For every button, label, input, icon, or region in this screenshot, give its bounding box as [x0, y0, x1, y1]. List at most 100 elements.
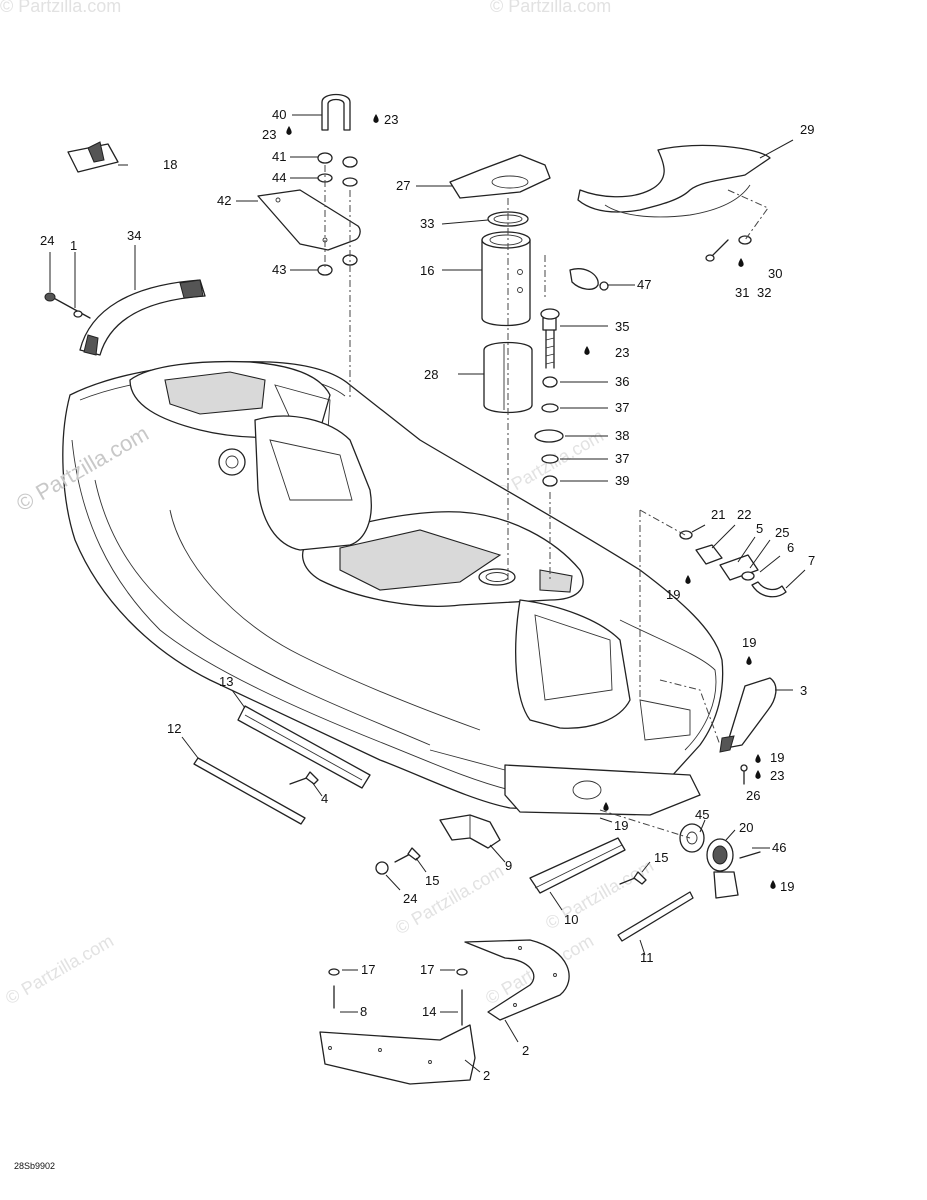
callout-26: 26: [746, 788, 760, 803]
callout-5: 5: [756, 521, 763, 536]
callout-40: 40: [272, 107, 286, 122]
callout-15: 15: [654, 850, 668, 865]
callout-14: 14: [422, 1004, 436, 1019]
callout-23: 23: [384, 112, 398, 127]
drop-icon: [685, 575, 691, 584]
wear-plate-left: [319, 1024, 476, 1085]
callout-29: 29: [800, 122, 814, 137]
callout-24: 24: [40, 233, 54, 248]
callout-6: 6: [787, 540, 794, 555]
callout-12: 12: [167, 721, 181, 736]
callout-25: 25: [775, 525, 789, 540]
spring-clip: [569, 268, 609, 291]
watermark-faint-top-right: © Partzilla.com: [490, 0, 611, 16]
callout-10: 10: [564, 912, 578, 927]
drop-icon: [746, 656, 752, 665]
callout-19: 19: [780, 879, 794, 894]
rivet-15b: [619, 871, 647, 885]
rear-bumper: [719, 677, 777, 785]
callout-7: 7: [808, 553, 815, 568]
callout-37: 37: [615, 451, 629, 466]
callout-2: 2: [522, 1043, 529, 1058]
watermark-faint-bottom-left: © Partzilla.com: [2, 930, 117, 1008]
callout-37: 37: [615, 400, 629, 415]
plug-fasteners: [328, 968, 468, 1026]
callout-19: 19: [614, 818, 628, 833]
callout-8: 8: [360, 1004, 367, 1019]
drop-icon: [755, 770, 761, 779]
callout-45: 45: [695, 807, 709, 822]
callout-32: 32: [757, 285, 771, 300]
callout-17: 17: [420, 962, 434, 977]
drawing-code: 28Sb9902: [14, 1161, 55, 1171]
side-rail-10: [529, 837, 626, 894]
callout-labels: 40 23 23 41 44 42 43 18 24 1 34 27 33 16…: [40, 107, 815, 1083]
bumper-rail: [79, 279, 206, 356]
callout-38: 38: [615, 428, 629, 443]
callout-23: 23: [262, 127, 276, 142]
side-rail-13: [237, 705, 371, 789]
rear-bracket-parts: [679, 530, 787, 598]
drop-icon: [373, 114, 379, 123]
callout-30: 30: [768, 266, 782, 281]
callout-39: 39: [615, 473, 629, 488]
drop-icon: [770, 880, 776, 889]
callout-27: 27: [396, 178, 410, 193]
watermark-faint-top-left: © Partzilla.com: [0, 0, 121, 16]
callout-18: 18: [163, 157, 177, 172]
clip-part: [67, 141, 119, 173]
callout-28: 28: [424, 367, 438, 382]
callout-20: 20: [739, 820, 753, 835]
callout-11: 11: [640, 950, 654, 965]
callout-47: 47: [637, 277, 651, 292]
callout-2: 2: [483, 1068, 490, 1083]
handle-fastener: [705, 235, 752, 262]
callout-19: 19: [770, 750, 784, 765]
callout-1: 1: [70, 238, 77, 253]
rivet-15-24: [375, 847, 421, 875]
callout-13: 13: [219, 674, 233, 689]
cover-9: [439, 814, 501, 849]
callout-19: 19: [742, 635, 756, 650]
drop-icons: [286, 114, 776, 889]
drop-icon: [738, 258, 744, 267]
callout-35: 35: [615, 319, 629, 334]
callout-23: 23: [770, 768, 784, 783]
callout-16: 16: [420, 263, 434, 278]
storage-container: [481, 231, 531, 327]
bolt-stack: [534, 308, 564, 487]
drop-icon: [286, 126, 292, 135]
callout-9: 9: [505, 858, 512, 873]
screw-and-nut: [44, 292, 91, 319]
callout-33: 33: [420, 216, 434, 231]
callout-15: 15: [425, 873, 439, 888]
rivet-4: [289, 771, 319, 785]
callout-41: 41: [272, 149, 286, 164]
drop-icon: [603, 802, 609, 811]
callout-24: 24: [403, 891, 417, 906]
drop-icon: [584, 346, 590, 355]
callout-19: 19: [666, 587, 680, 602]
wear-plate-right: [464, 939, 570, 1021]
storage-cover: [449, 154, 551, 199]
callout-17: 17: [361, 962, 375, 977]
rod-11: [617, 891, 694, 942]
rod-12: [193, 757, 306, 825]
grab-handle: [577, 144, 771, 218]
callout-23: 23: [615, 345, 629, 360]
sleeve: [483, 341, 533, 414]
callout-4: 4: [321, 791, 328, 806]
callout-22: 22: [737, 507, 751, 522]
callout-3: 3: [800, 683, 807, 698]
callout-36: 36: [615, 374, 629, 389]
u-bolt: [321, 93, 351, 131]
drain-assembly: [679, 823, 761, 899]
callout-34: 34: [127, 228, 141, 243]
callout-43: 43: [272, 262, 286, 277]
leader-lines: [49, 114, 806, 1073]
callout-44: 44: [272, 170, 286, 185]
callout-31: 31: [735, 285, 749, 300]
drop-icon: [755, 754, 761, 763]
mount-plate: [257, 189, 361, 251]
